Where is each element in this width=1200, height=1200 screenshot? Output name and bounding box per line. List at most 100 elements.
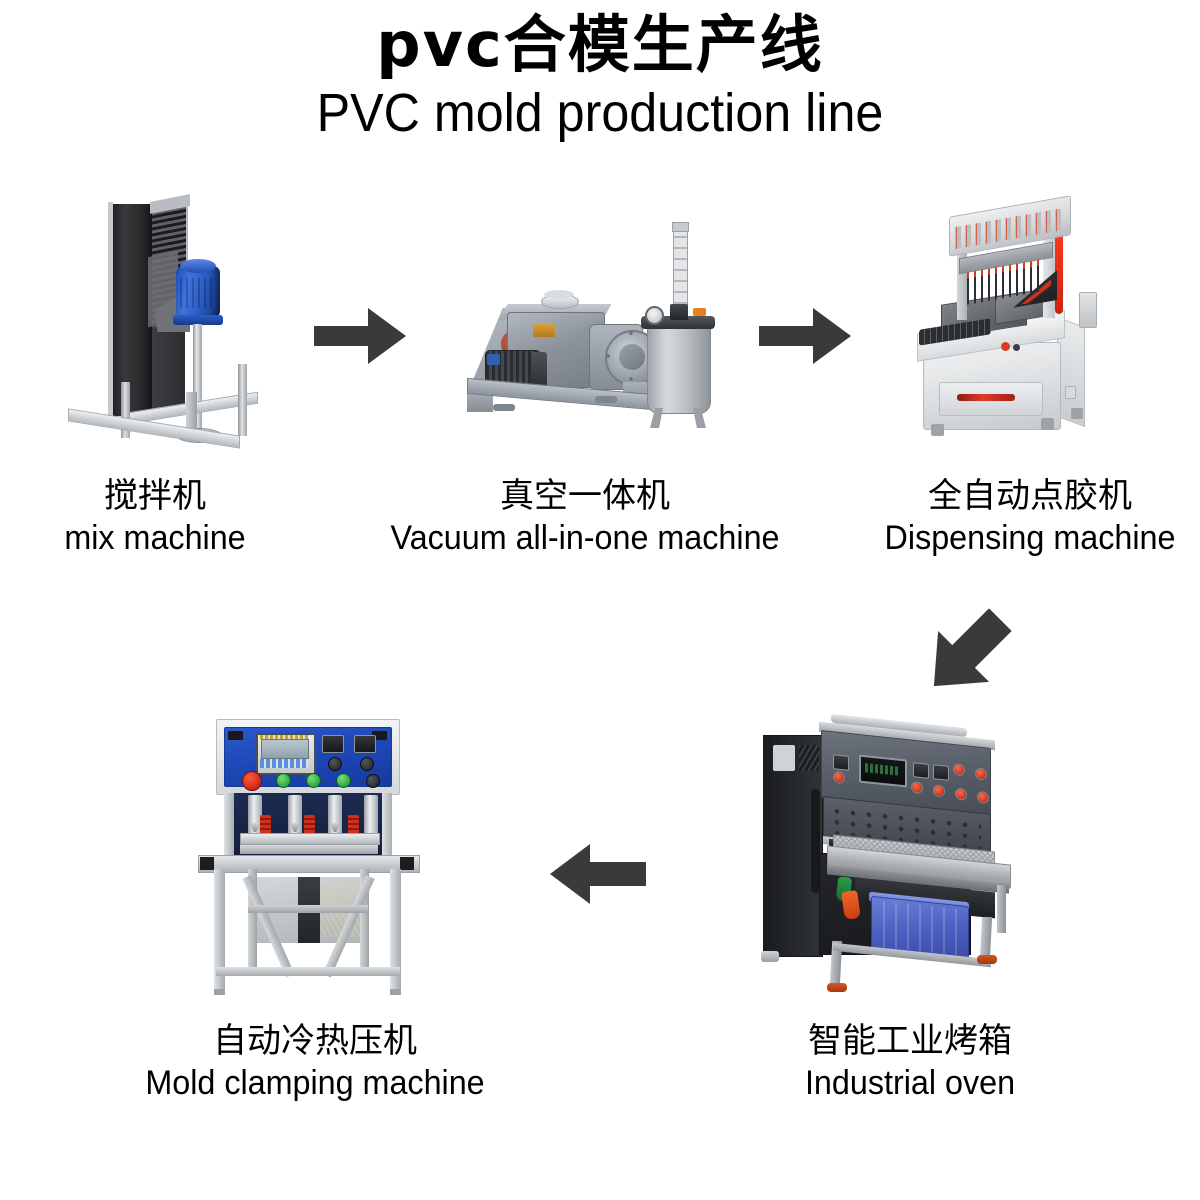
oven-lamp-bottom-5 [977,790,989,805]
title-english: PVC mold production line [316,83,884,144]
clamp-emergency-stop-button[interactable] [242,771,262,791]
clamp-panel-vent-left [228,731,243,740]
arrow-left-icon-4 [540,832,650,916]
stage-mold-clamping-machine-illustration [188,705,428,1005]
oven-lamp-bottom-3 [933,784,945,798]
mixer-support-rod-right [238,364,247,436]
vacuum-pump-nameplate [533,324,555,337]
clamp-knob-2[interactable] [360,757,374,771]
clamp-platen-lower [240,845,378,854]
oven-leg-rear-right [997,885,1006,933]
oven-caster-rear [761,951,779,962]
clamp-knob-1[interactable] [328,757,342,771]
vacuum-tank-column-cap [672,222,689,232]
oven-lamp-top-1 [953,763,965,777]
oven-switch-left[interactable] [833,754,849,771]
caption-mix-machine-en: mix machine [64,519,246,558]
vacuum-tank-body [647,324,711,414]
arrow-right-icon-1 [310,296,410,376]
oven-lamp-bottom-2 [911,780,923,795]
mixer-base-rail-center [186,392,197,436]
oven-foot-left [827,983,847,992]
dispenser-red-accent-stripe [1055,226,1063,314]
oven-lamp-bottom-1 [833,770,845,784]
clamp-spring-1 [260,815,271,841]
mixer-support-rod-left [121,382,130,438]
vacuum-tank-pressure-gauge [645,306,664,325]
vacuum-pump-motor-badge [487,354,500,365]
dispenser-selector-knob [1013,344,1020,351]
stage-dispensing-machine-illustration [895,195,1105,454]
dispenser-caster-left [931,424,944,436]
clamp-hmi-top-keys [260,735,308,739]
diagram-title-block: pvc合模生产线 PVC mold production line [0,8,1200,144]
oven-left-fan-grille [799,745,819,771]
clamp-cylinder-4 [364,795,378,837]
vacuum-pump-oil-cap-top [544,290,574,299]
oven-switch-mid-1[interactable] [913,762,929,779]
clamp-green-button-3[interactable] [336,773,351,788]
dispenser-drawer-handle [957,394,1015,401]
arrow-right-icon-2 [755,296,855,376]
clamp-foot-right [390,989,401,995]
clamp-temperature-controller-1 [322,735,344,753]
title-chinese: pvc合模生产线 [376,8,824,81]
mixer-shaft [193,324,202,432]
clamp-bench-top [198,855,420,873]
vacuum-pump-foot-left [493,404,515,411]
vacuum-tank-column [673,226,688,310]
caption-vacuum-machine-en: Vacuum all-in-one machine [390,519,780,558]
clamp-foot-left [214,989,225,995]
clamp-temperature-controller-2 [354,735,376,753]
mixer-motor-fins [180,278,216,308]
clamp-bottom-rail [216,967,400,976]
stage-mix-machine-illustration [58,194,268,454]
vacuum-tank-valve-block [670,304,688,320]
clamp-spring-3 [348,815,359,841]
clamp-press-tip-2 [290,823,300,832]
vacuum-pump-foot-right [595,396,617,403]
clamp-knob-3[interactable] [366,774,380,788]
oven-foot-right [977,955,997,964]
clamp-platen-upper [240,833,380,845]
clamp-green-button-1[interactable] [276,773,291,788]
clamp-hmi-keypad[interactable] [260,759,308,768]
mixer-motor-flange [173,315,223,325]
clamp-leg-right [390,869,401,991]
caption-mix-machine-cn: 搅拌机 [104,476,206,516]
clamp-column-right [382,793,392,857]
mixer-motor [176,259,220,318]
oven-left-vent-panel [773,745,795,771]
caption-industrial-oven: 智能工业烤箱 Industrial oven [720,1020,1100,1104]
caption-mold-clamping-machine: 自动冷热压机 Mold clamping machine [100,1020,530,1104]
vacuum-pump-motor-cap [531,352,547,388]
caption-dispensing-machine: 全自动点胶机 Dispensing machine [860,475,1200,559]
clamp-bench-corner-right [400,857,414,870]
oven-side-handle-bar [811,789,820,893]
clamp-mid-rail [248,905,368,913]
dispenser-caster-front [1041,418,1054,430]
clamp-hmi-screen [261,739,309,759]
dispenser-start-button [1001,342,1010,351]
clamp-press-tip-1 [250,823,260,832]
clamp-green-button-2[interactable] [306,773,321,788]
caption-dispensing-machine-cn: 全自动点胶机 [928,476,1132,516]
caption-mold-clamping-machine-cn: 自动冷热压机 [213,1021,417,1061]
oven-lamp-top-2 [975,767,987,781]
mixer-column [110,204,152,416]
caption-vacuum-machine-cn: 真空一体机 [500,476,670,516]
oven-lamp-bottom-4 [955,787,967,801]
arrow-down-left-icon-3 [905,605,1025,705]
caption-vacuum-machine: 真空一体机 Vacuum all-in-one machine [350,475,820,559]
caption-dispensing-machine-en: Dispensing machine [884,519,1176,558]
caption-industrial-oven-en: Industrial oven [804,1064,1016,1103]
clamp-bench-corner-left [200,857,214,870]
dispenser-side-switch [1065,386,1076,399]
caption-mold-clamping-machine-en: Mold clamping machine [145,1064,485,1103]
dispenser-frame-left [957,232,967,320]
oven-switch-mid-2[interactable] [933,764,949,781]
stage-industrial-oven-illustration [745,705,1025,1005]
clamp-leg-left [214,869,225,991]
mixer-column-edge [108,202,113,416]
